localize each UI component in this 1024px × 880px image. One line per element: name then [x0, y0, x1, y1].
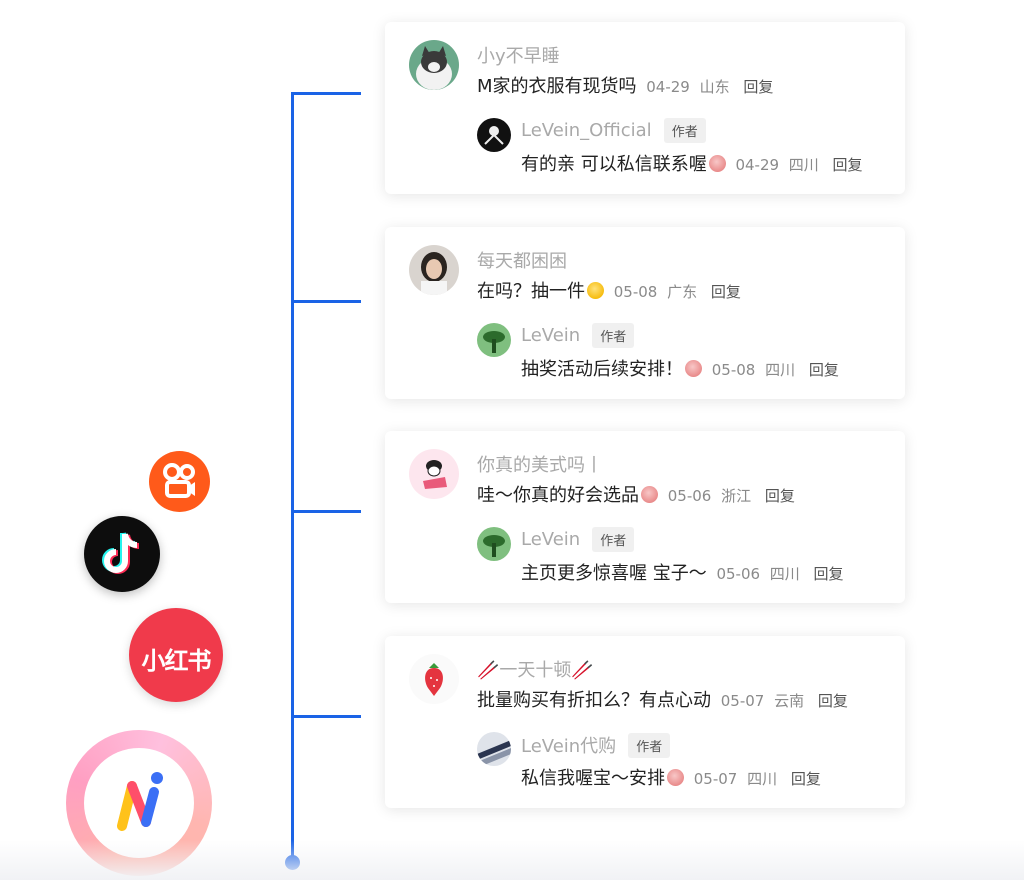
reply-author-name[interactable]: LeVein代购 — [521, 736, 617, 757]
reply-text-line: 主页更多惊喜喔 宝子～ 05-06 四川 回复 — [521, 559, 844, 585]
username[interactable]: 小y不早睡 — [477, 46, 560, 67]
kuaishou-app-icon[interactable] — [149, 451, 210, 512]
reply-button[interactable]: 回复 — [832, 156, 863, 174]
reply-text-line: 私信我喔宝～安排 05-07 四川 回复 — [521, 764, 821, 790]
comment-text-line: M家的衣服有现货吗 04-29 山东 回复 — [477, 72, 773, 98]
timeline-trunk — [291, 92, 294, 862]
reply-avatar[interactable] — [477, 732, 511, 766]
comment-text: 哇～你真的好会选品 — [477, 485, 639, 506]
reply-text: 有的亲 可以私信联系喔 — [521, 154, 707, 175]
reply-time: 04-29 — [735, 156, 780, 174]
reply-author-name[interactable]: LeVein — [521, 529, 581, 550]
author-badge: 作者 — [592, 527, 635, 552]
timeline-branch — [291, 300, 361, 303]
pig-emoji-icon — [641, 486, 658, 503]
comment-card: 🥢一天十顿🥢 批量购买有折扣么？有点心动 05-07 云南 回复 LeVein代… — [385, 636, 905, 808]
username[interactable]: 🥢一天十顿🥢 — [477, 660, 594, 681]
reply-author-row: LeVein代购 作者 — [521, 732, 671, 758]
comment-region: 山东 — [699, 78, 730, 96]
comment-region: 浙江 — [721, 487, 752, 505]
n-brand-logo-background — [84, 748, 194, 858]
timeline-branch — [291, 92, 361, 95]
comment-text-line: 哇～你真的好会选品 05-06 浙江 回复 — [477, 481, 795, 507]
strawberry-avatar-icon — [409, 654, 459, 704]
reply-region: 四川 — [765, 361, 796, 379]
comment-card: 小y不早睡 M家的衣服有现货吗 04-29 山东 回复 LeVein_Offic… — [385, 22, 905, 194]
reply-author-row: LeVein 作者 — [521, 323, 635, 348]
grin-emoji-icon — [587, 282, 604, 299]
kuaishou-logo-icon — [163, 463, 195, 498]
avatar[interactable] — [409, 654, 459, 704]
reply-author-name[interactable]: LeVein_Official — [521, 120, 652, 141]
pig-emoji-icon — [667, 769, 684, 786]
reply-button[interactable]: 回复 — [817, 692, 848, 710]
tree-avatar-icon — [477, 527, 511, 561]
reply-author-row: LeVein 作者 — [521, 527, 635, 552]
cat-avatar-icon — [409, 40, 459, 90]
reply-author-name[interactable]: LeVein — [521, 325, 581, 346]
reply-text-line: 抽奖活动后续安排！ 05-08 四川 回复 — [521, 355, 839, 381]
tiktok-app-icon[interactable] — [84, 516, 160, 592]
reply-region: 四川 — [769, 565, 800, 583]
comment-region: 广东 — [667, 283, 698, 301]
avatar[interactable] — [409, 40, 459, 90]
reply-text: 私信我喔宝～安排 — [521, 768, 665, 789]
timeline-branch — [291, 715, 361, 718]
n-letter-logo-icon — [117, 772, 163, 831]
avatar[interactable] — [409, 449, 459, 499]
tiktok-logo-icon — [102, 532, 140, 574]
clothes-avatar-icon — [477, 732, 511, 766]
brand-avatar-icon — [477, 118, 511, 152]
reply-text-line: 有的亲 可以私信联系喔 04-29 四川 回复 — [521, 150, 863, 176]
comment-time: 05-08 — [613, 283, 658, 301]
reply-time: 05-07 — [693, 770, 738, 788]
pig-emoji-icon — [708, 155, 726, 172]
reply-avatar[interactable] — [477, 118, 511, 152]
reply-button[interactable]: 回复 — [743, 78, 774, 96]
reply-author-row: LeVein_Official 作者 — [521, 118, 706, 143]
comment-text: 批量购买有折扣么？有点心动 — [477, 690, 711, 711]
author-badge: 作者 — [663, 118, 706, 143]
reply-button[interactable]: 回复 — [790, 770, 821, 788]
reply-button[interactable]: 回复 — [808, 361, 839, 379]
reply-time: 05-08 — [711, 361, 756, 379]
avatar[interactable] — [409, 245, 459, 295]
comment-card: 你真的美式吗丨 哇～你真的好会选品 05-06 浙江 回复 LeVein 作者 … — [385, 431, 905, 603]
xiaohongshu-label: 小红书 — [141, 647, 212, 675]
username[interactable]: 你真的美式吗丨 — [477, 455, 603, 476]
reply-time: 05-06 — [716, 565, 761, 583]
comment-text: M家的衣服有现货吗 — [477, 76, 637, 97]
comment-text-line: 批量购买有折扣么？有点心动 05-07 云南 回复 — [477, 686, 848, 712]
reply-avatar[interactable] — [477, 323, 511, 357]
reply-region: 四川 — [747, 770, 778, 788]
comment-time: 05-07 — [720, 692, 765, 710]
comment-card: 每天都困困 在吗？抽一件 05-08 广东 回复 LeVein 作者 抽奖活动后… — [385, 227, 905, 399]
reply-button[interactable]: 回复 — [813, 565, 844, 583]
cartoon-avatar-icon — [409, 449, 459, 499]
comment-time: 04-29 — [646, 78, 690, 96]
comment-time: 05-06 — [667, 487, 712, 505]
comment-region: 云南 — [774, 692, 805, 710]
reply-button[interactable]: 回复 — [764, 487, 795, 505]
comment-text: 在吗？抽一件 — [477, 281, 585, 302]
comment-text-line: 在吗？抽一件 05-08 广东 回复 — [477, 277, 741, 303]
bottom-fade — [0, 840, 1024, 880]
author-badge: 作者 — [628, 732, 671, 758]
xiaohongshu-app-icon[interactable]: 小红书 — [129, 608, 223, 702]
timeline-branch — [291, 510, 361, 513]
username[interactable]: 每天都困困 — [477, 251, 567, 272]
reply-text: 主页更多惊喜喔 宝子～ — [521, 563, 707, 584]
person-avatar-icon — [409, 245, 459, 295]
author-badge: 作者 — [592, 323, 635, 348]
reply-button[interactable]: 回复 — [710, 283, 741, 301]
reply-region: 四川 — [788, 156, 819, 174]
reply-avatar[interactable] — [477, 527, 511, 561]
pig-emoji-icon — [685, 360, 702, 377]
tree-avatar-icon — [477, 323, 511, 357]
reply-text: 抽奖活动后续安排！ — [521, 359, 683, 380]
